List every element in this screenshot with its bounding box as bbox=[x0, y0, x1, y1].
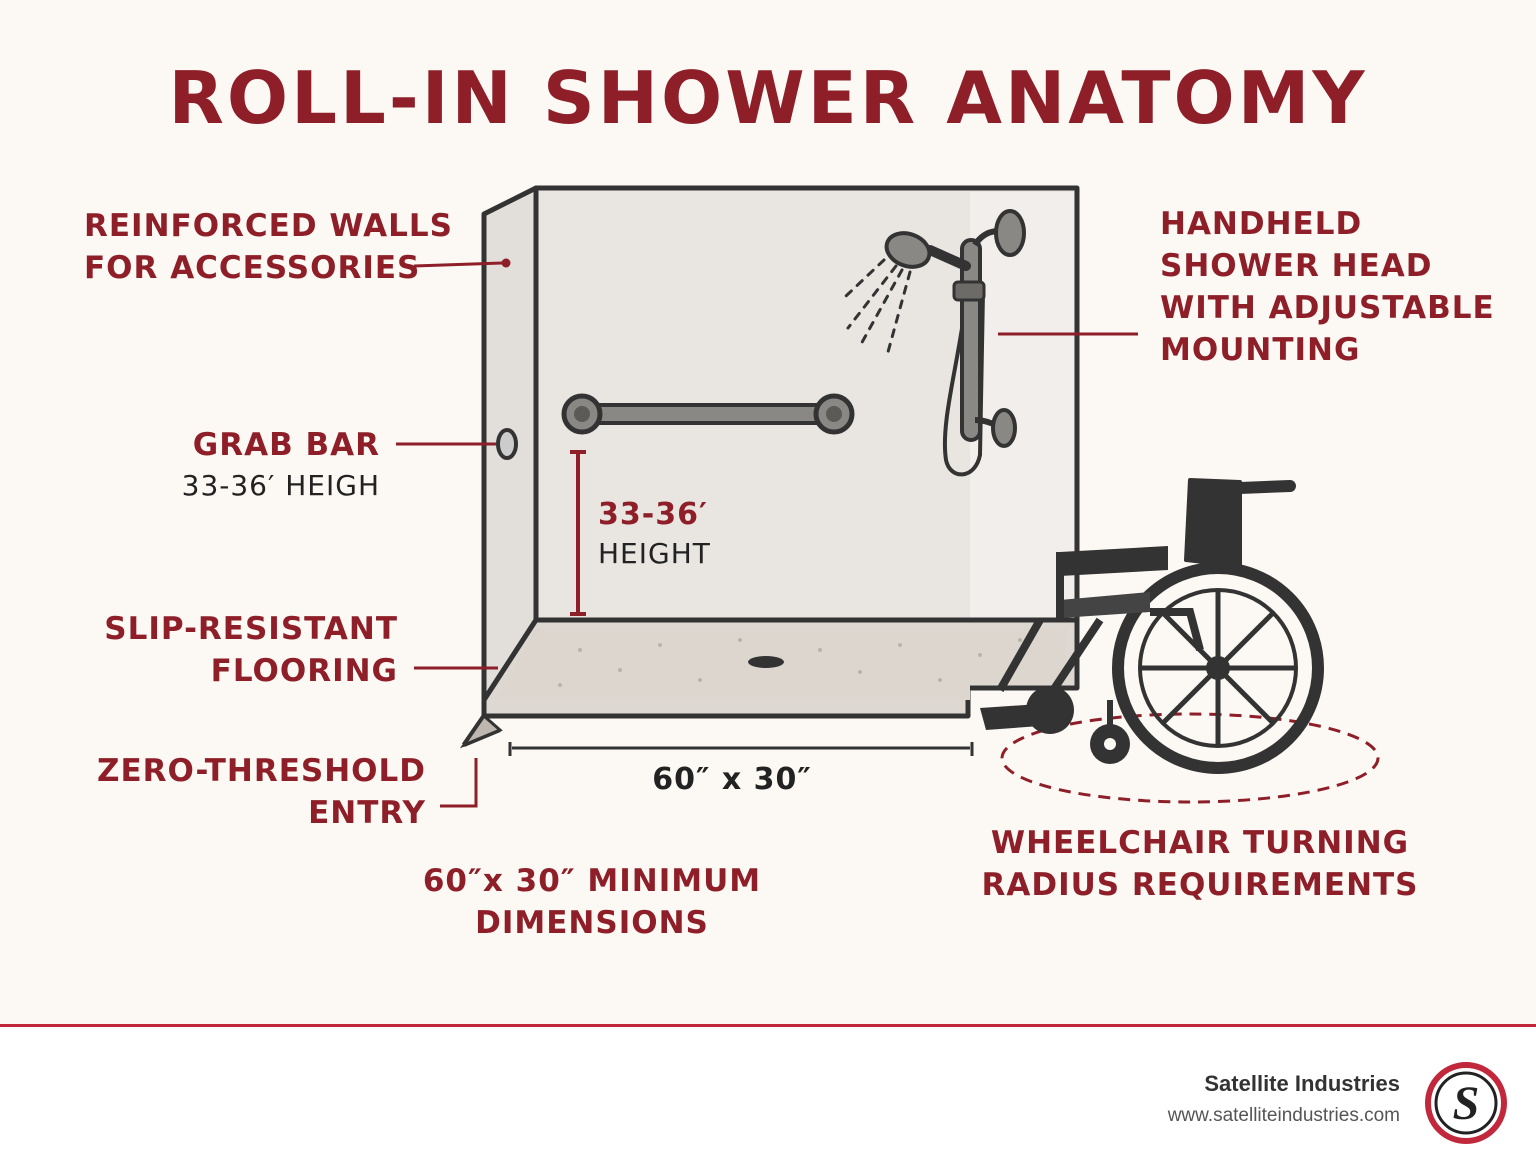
wheelchair-radius-label: WHEELCHAIR TURNING RADIUS REQUIREMENTS bbox=[981, 825, 1419, 903]
grab-bar-label: GRAB BAR bbox=[192, 427, 380, 463]
zero-threshold-label: ZERO-THRESHOLD ENTRY bbox=[96, 753, 426, 831]
logo-letter: S bbox=[1453, 1077, 1480, 1130]
leader-lines bbox=[396, 258, 1138, 808]
slip-resistant-label: SLIP-RESISTANT FLOORING bbox=[104, 611, 398, 689]
reinforced-walls-label: REINFORCED WALLS FOR ACCESSORIES bbox=[84, 208, 454, 286]
grab-bar bbox=[561, 393, 855, 435]
shower-diagram bbox=[396, 185, 1380, 808]
drain-icon bbox=[748, 656, 784, 668]
minimum-dimensions-label: 60″x 30″ MINIMUM DIMENSIONS bbox=[422, 863, 762, 941]
satellite-logo-icon: S bbox=[1425, 1062, 1507, 1144]
footer: Satellite Industries www.satelliteindust… bbox=[0, 1024, 1536, 1157]
company-name: Satellite Industries bbox=[1204, 1071, 1400, 1096]
dimension-line-label: 60″ x 30″ bbox=[652, 762, 812, 797]
shower-enclosure bbox=[459, 185, 1080, 749]
handheld-shower-icon bbox=[844, 209, 1026, 477]
turning-radius-ellipse bbox=[1000, 712, 1380, 804]
height-marker bbox=[570, 450, 586, 616]
handheld-shower-label: HANDHELD SHOWER HEAD WITH ADJUSTABLE MOU… bbox=[1160, 206, 1495, 368]
side-grab-bar-mount bbox=[496, 428, 518, 460]
brand-block: Satellite Industries www.satelliteindust… bbox=[1168, 1071, 1400, 1127]
wheelchair-icon bbox=[980, 478, 1380, 804]
company-url[interactable]: www.satelliteindustries.com bbox=[1167, 1105, 1400, 1126]
page-title: ROLL-IN SHOWER ANATOMY bbox=[168, 56, 1368, 140]
bar-height-word: HEIGHT bbox=[598, 537, 711, 570]
grab-bar-height-label: 33-36′ HEIGH bbox=[181, 469, 380, 502]
bar-height-value: 33-36′ bbox=[598, 497, 708, 532]
